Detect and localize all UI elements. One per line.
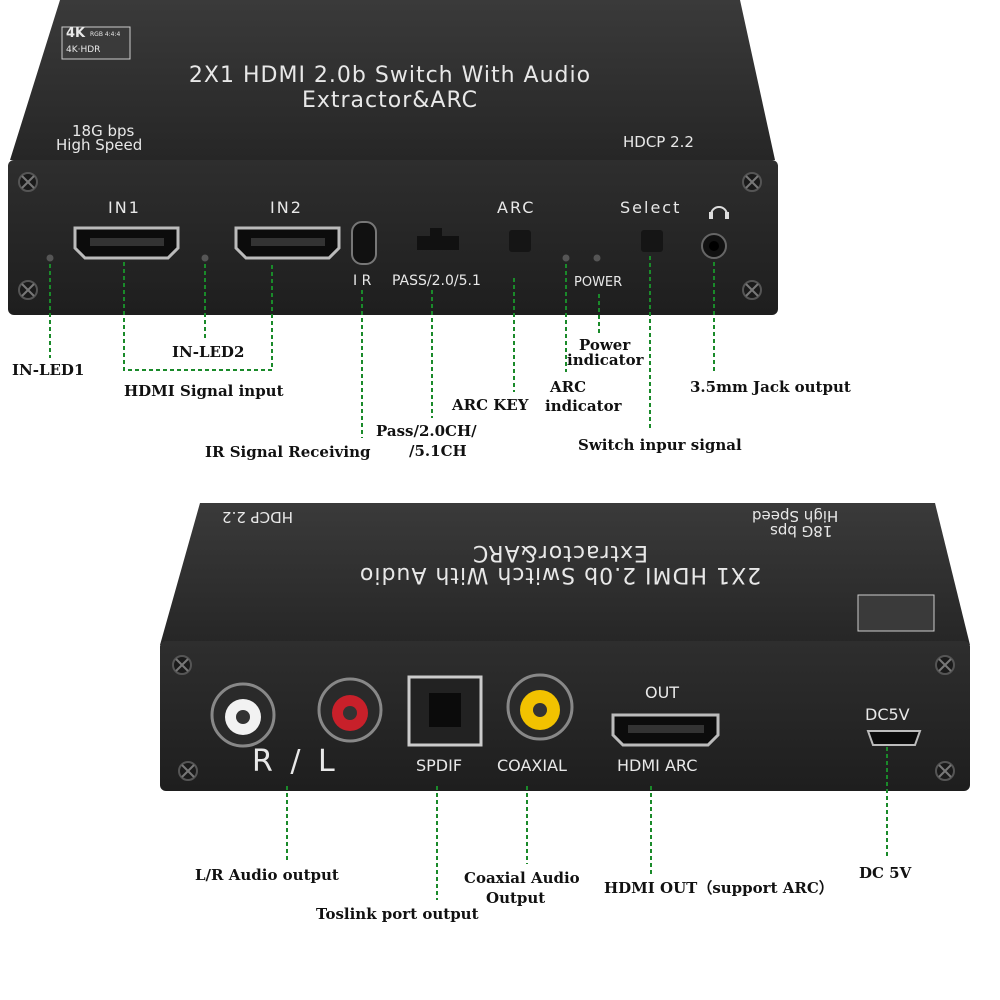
4k-badge — [61, 26, 131, 60]
callout-arc-indicator-line1: ARC — [550, 378, 587, 396]
label-spdif: SPDIF — [416, 756, 463, 775]
callout-pass-line2: /5.1CH — [409, 442, 467, 460]
front-top-surface — [10, 0, 775, 160]
rear-top-surface — [160, 503, 970, 645]
label-out: OUT — [645, 683, 680, 702]
callout-toslink: Toslink port output — [316, 905, 479, 923]
pass-switch — [417, 236, 459, 250]
callout-jack-output: 3.5mm Jack output — [690, 378, 851, 396]
callout-arc-indicator-line2: indicator — [545, 397, 622, 415]
arc-button — [509, 230, 531, 252]
callout-coaxial-line2: Output — [486, 889, 546, 907]
label-select: Select — [620, 198, 682, 217]
select-button — [641, 230, 663, 252]
front-speed-line2: High Speed — [56, 136, 143, 154]
front-device-graphic — [8, 0, 778, 315]
label-coaxial: COAXIAL — [497, 756, 567, 775]
label-arc: ARC — [497, 198, 536, 217]
rear-4k-badge — [857, 594, 935, 632]
label-hdmi-arc: HDMI ARC — [617, 756, 698, 775]
label-rl: R / L — [252, 744, 339, 779]
ir-window — [351, 221, 377, 265]
label-pass: PASS/2.0/5.1 — [392, 273, 481, 289]
arc-led — [562, 254, 570, 262]
front-title-line1: 2X1 HDMI 2.0b Switch With Audio — [188, 63, 592, 88]
label-power: POWER — [574, 275, 623, 290]
front-face — [8, 160, 778, 315]
callout-in-led2: IN-LED2 — [172, 343, 245, 361]
label-in1: IN1 — [108, 198, 141, 217]
callout-coaxial-line1: Coaxial Audio — [464, 869, 580, 887]
callout-hdmi-out: HDMI OUT（support ARC） — [604, 879, 834, 897]
badge-4k: 4K — [66, 26, 86, 41]
power-led — [593, 254, 601, 262]
callout-hdmi-signal-input: HDMI Signal input — [124, 382, 284, 400]
badge-4khdr: 4K·HDR — [66, 45, 101, 55]
label-in2: IN2 — [270, 198, 303, 217]
callout-pass-line1: Pass/2.0CH/ — [376, 422, 477, 440]
leader-hdmi-input — [123, 262, 273, 371]
badge-rgb: RGB 4:4:4 — [90, 31, 121, 38]
callout-dc-5v: DC 5V — [859, 864, 912, 882]
dc-port — [866, 730, 922, 746]
callout-arc-key: ARC KEY — [452, 396, 529, 414]
callout-switch-input: Switch inpur signal — [578, 436, 742, 454]
label-dc: DC5V — [865, 705, 910, 724]
front-speed-line1: 18G bps — [72, 122, 135, 140]
callout-ir-signal: IR Signal Receiving — [205, 443, 371, 461]
front-title-line2: Extractor&ARC — [301, 88, 479, 113]
callout-in-led1: IN-LED1 — [12, 361, 85, 379]
callout-lr-audio: L/R Audio output — [195, 866, 339, 884]
callout-power-indicator-line2: indicator — [567, 351, 644, 369]
label-ir: I R — [353, 273, 372, 289]
callout-power-indicator-line1: Power — [579, 336, 631, 354]
front-hdcp: HDCP 2.2 — [623, 133, 694, 151]
rear-device-graphic — [160, 503, 970, 791]
in-led2 — [201, 254, 209, 262]
in-led1 — [46, 254, 54, 262]
front-leader-lines — [49, 256, 715, 438]
